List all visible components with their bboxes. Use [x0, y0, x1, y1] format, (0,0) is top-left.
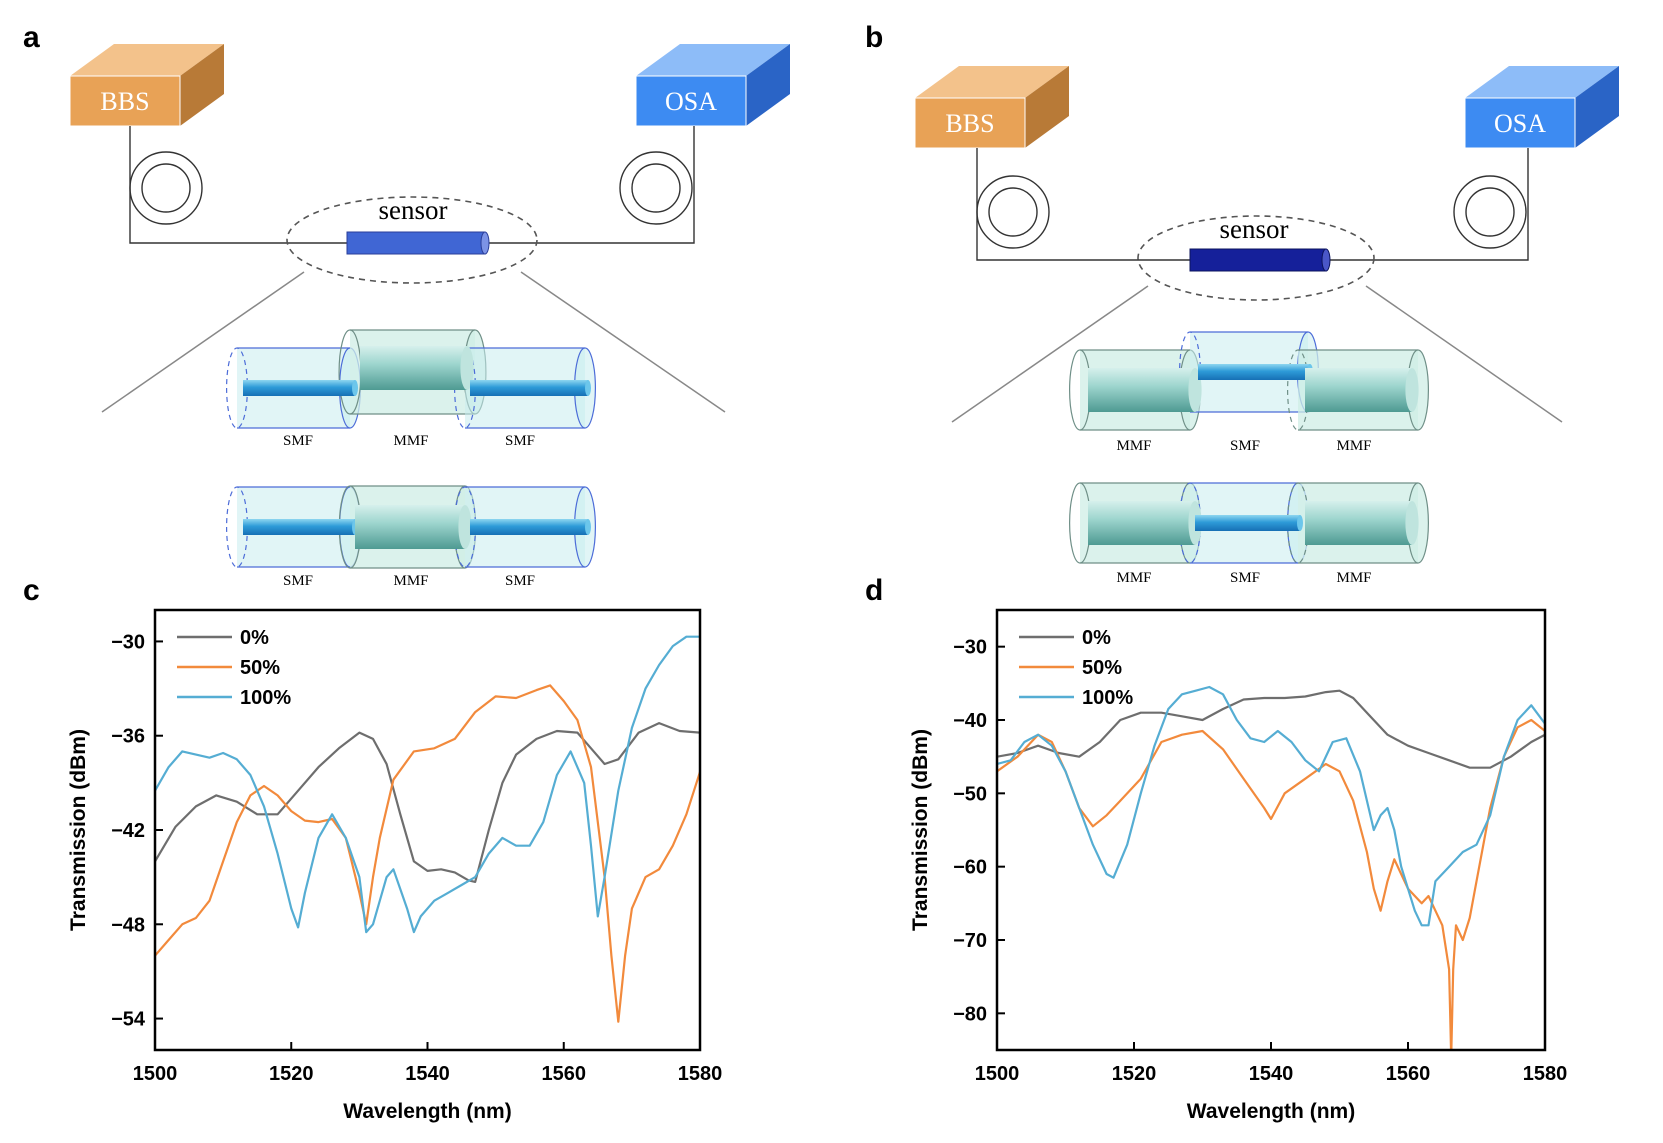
x-axis-label: Wavelength (nm)	[1187, 1100, 1355, 1123]
legend-label: 0%	[1082, 627, 1111, 649]
fiber-core	[1195, 515, 1300, 531]
panel-label-a: a	[23, 21, 40, 54]
y-tick-label: −30	[953, 637, 987, 659]
x-tick-label: 1500	[975, 1063, 1020, 1085]
series-line-1	[997, 718, 1545, 1050]
fiber-label: MMF	[1116, 438, 1151, 454]
legend-label: 50%	[1082, 657, 1122, 679]
sensor-element	[1189, 248, 1331, 272]
fiber-label: MMF	[1336, 570, 1371, 586]
fiber-core	[1198, 364, 1310, 380]
fiber-label: SMF	[283, 573, 313, 589]
sensor-label: sensor	[1220, 214, 1289, 244]
y-tick-label: −70	[953, 930, 987, 952]
sensor-label: sensor	[379, 195, 448, 225]
y-tick-label: −60	[953, 857, 987, 879]
series-line-2	[997, 685, 1545, 927]
osa-box: OSA	[1464, 66, 1619, 149]
chart-c: 1500 1520 1540 1560 1580 −30 −36 −42 −48 −54Wavel…	[67, 608, 723, 1123]
y-tick-label: −30	[111, 631, 145, 653]
y-tick-label: −50	[953, 783, 987, 805]
sensor-highlight	[1137, 215, 1375, 301]
fiber-label: MMF	[393, 573, 428, 589]
fiber-label: SMF	[1230, 438, 1260, 454]
legend-label: 50%	[240, 657, 280, 679]
osa-label: OSA	[1494, 109, 1546, 138]
x-tick-label: 1580	[678, 1063, 723, 1085]
y-tick-label: −42	[111, 820, 145, 842]
x-tick-label: 1520	[1112, 1063, 1157, 1085]
fiber-core	[1088, 501, 1195, 545]
fiber-structure-b-row1	[1068, 331, 1429, 431]
plot-frame	[153, 608, 702, 1052]
fiber-core	[470, 380, 588, 396]
fiber-core	[470, 519, 588, 535]
y-tick-label: −80	[953, 1003, 987, 1025]
x-tick-label: 1560	[1386, 1063, 1431, 1085]
fiber-label: SMF	[505, 573, 535, 589]
y-axis-label: Transmission (dBm)	[67, 729, 90, 931]
panel-b: b BBS OSA sensor	[865, 21, 1619, 586]
series-line-0	[997, 689, 1545, 769]
fiber-label: MMF	[1116, 570, 1151, 586]
series-line-0	[155, 722, 700, 883]
fiber-label: SMF	[283, 433, 313, 449]
y-tick-label: −48	[111, 914, 145, 936]
y-tick-label: −54	[111, 1009, 146, 1031]
x-tick-label: 1560	[542, 1063, 587, 1085]
x-tick-label: 1520	[269, 1063, 314, 1085]
bbs-box: BBS	[914, 66, 1069, 149]
x-tick-label: 1500	[133, 1063, 178, 1085]
fiber-structure-b-row2	[1068, 482, 1429, 564]
x-tick-label: 1580	[1523, 1063, 1568, 1085]
bbs-label: BBS	[100, 87, 149, 116]
panel-label-b: b	[865, 21, 883, 54]
fiber-label: SMF	[505, 433, 535, 449]
fiber-core	[243, 380, 355, 396]
series-line-1	[155, 684, 700, 1023]
fiber-structure-a-row1	[226, 329, 596, 429]
panel-label-c: c	[23, 574, 40, 607]
panel-label-d: d	[865, 574, 883, 607]
legend-label: 100%	[240, 687, 291, 709]
fiber-structure-a-row2	[226, 485, 596, 569]
fiber-core	[1305, 501, 1412, 545]
fiber-label: MMF	[1336, 438, 1371, 454]
fiber-label: SMF	[1230, 570, 1260, 586]
fiber-path	[129, 126, 695, 244]
legend-label: 100%	[1082, 687, 1133, 709]
osa-label: OSA	[665, 87, 717, 116]
legend-label: 0%	[240, 627, 269, 649]
fiber-core	[355, 505, 465, 549]
x-axis-label: Wavelength (nm)	[343, 1100, 511, 1123]
y-tick-label: −40	[953, 710, 987, 732]
plot-frame	[995, 608, 1547, 1052]
chart-d: 1500 1520 1540 1560 1580 −30 −40 −50 −60 −70 −80Wa…	[909, 608, 1568, 1123]
fiber-label: MMF	[393, 433, 428, 449]
osa-box: OSA	[635, 44, 790, 127]
fiber-core	[360, 346, 467, 390]
bbs-box: BBS	[69, 44, 224, 127]
y-tick-label: −36	[111, 726, 145, 748]
x-tick-label: 1540	[1249, 1063, 1294, 1085]
panel-a: a BBS OSA sensor	[23, 21, 790, 589]
series-line-2	[155, 635, 700, 934]
sensor-element	[346, 231, 490, 255]
fiber-path	[976, 148, 1529, 261]
bbs-label: BBS	[945, 109, 994, 138]
sensor-highlight	[286, 196, 538, 284]
fiber-core	[243, 519, 355, 535]
fiber-core	[1088, 368, 1195, 412]
x-tick-label: 1540	[405, 1063, 450, 1085]
y-axis-label: Transmission (dBm)	[909, 729, 932, 931]
fiber-core	[1305, 368, 1412, 412]
